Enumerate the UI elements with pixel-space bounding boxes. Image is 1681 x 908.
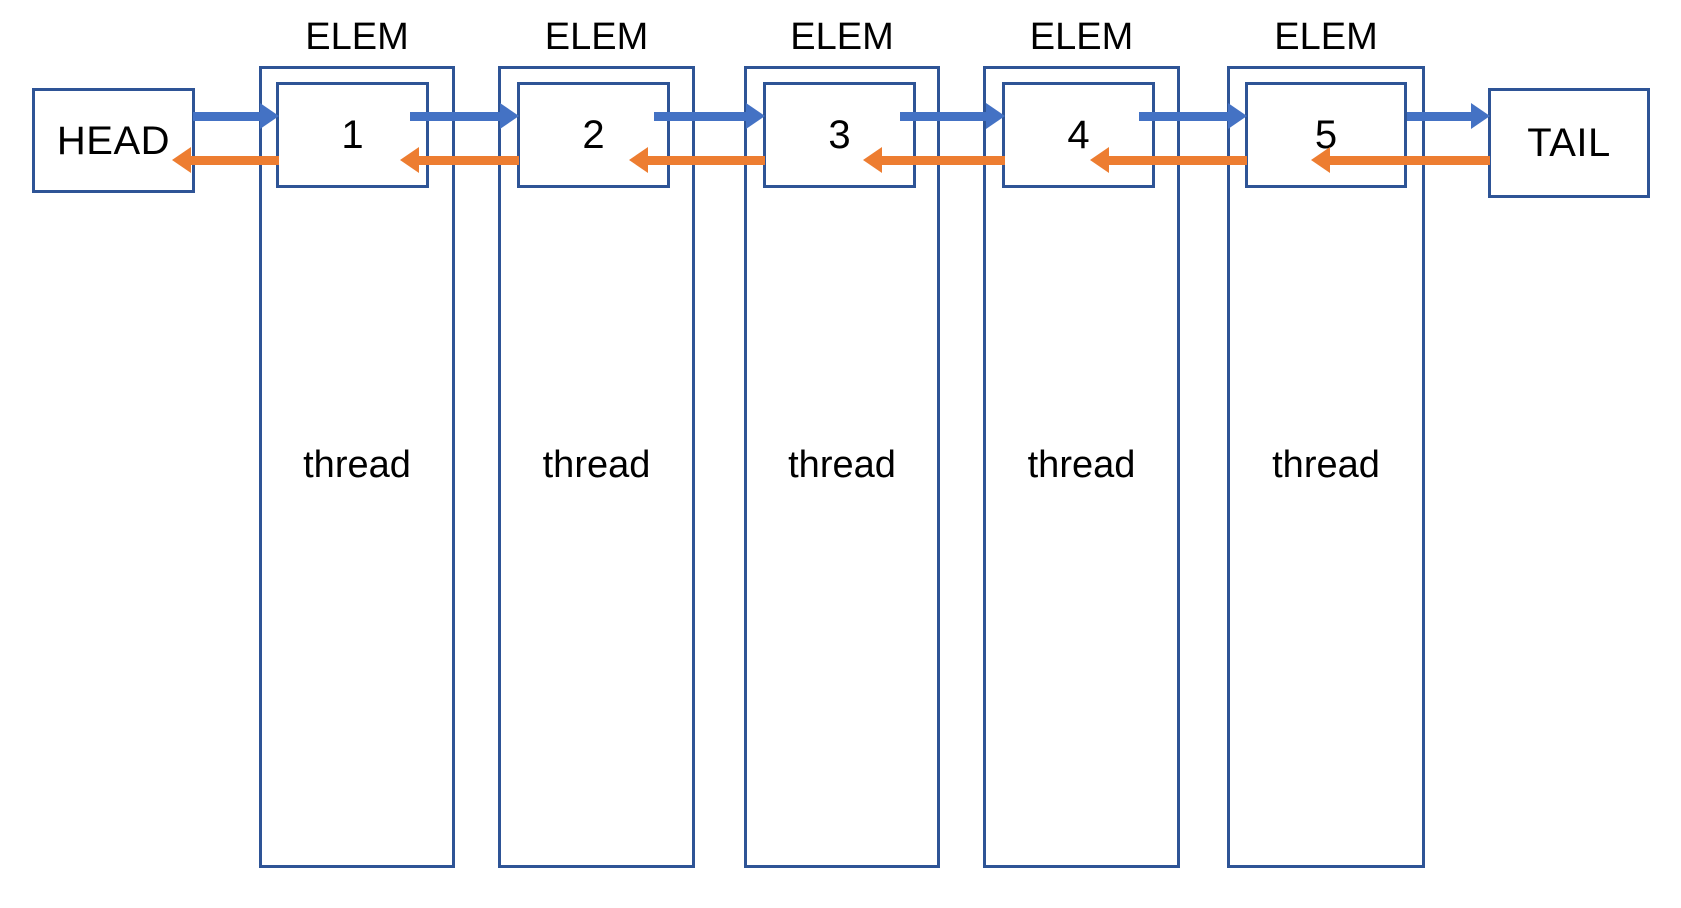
elem-node-box-3[interactable]: 3 [763, 82, 916, 188]
arrowhead-right-icon [746, 103, 765, 129]
elem-label-2: ELEM [544, 16, 649, 58]
arrowhead-right-icon [986, 103, 1005, 129]
elem-group-4: ELEM 4 thread [983, 18, 1180, 868]
arrow-shaft [1139, 112, 1232, 121]
arrowhead-left-icon [172, 147, 191, 173]
arrowhead-left-icon [400, 147, 419, 173]
elem-label-4: ELEM [1029, 16, 1134, 58]
arrow-shaft [1105, 156, 1247, 165]
head-box[interactable]: HEAD [32, 88, 195, 193]
arrow-shaft [415, 156, 519, 165]
arrow-shaft [1326, 156, 1490, 165]
elem-label-5: ELEM [1274, 16, 1378, 58]
elem-node-value-2: 2 [582, 113, 605, 157]
elem-outer-box-1 [259, 66, 455, 868]
elem-group-3: ELEM 3 thread [744, 18, 940, 868]
elem-node-value-5: 5 [1314, 113, 1338, 157]
arrow-shaft [410, 112, 504, 121]
arrow-shaft [900, 112, 990, 121]
elem-group-5: ELEM 5 thread [1227, 18, 1425, 868]
head-label: HEAD [56, 118, 171, 163]
elem-node-value-1: 1 [341, 113, 364, 157]
arrowhead-right-icon [1471, 103, 1490, 129]
elem-label-1: ELEM [305, 16, 409, 58]
arrowhead-left-icon [629, 147, 648, 173]
arrow-shaft [878, 156, 1005, 165]
thread-label-5: thread [1272, 444, 1380, 486]
thread-label-1: thread [303, 444, 411, 486]
elem-group-2: ELEM 2 thread [498, 18, 695, 868]
elem-outer-box-2 [498, 66, 695, 868]
arrow-shaft [644, 156, 765, 165]
tail-label: TAIL [1527, 121, 1611, 165]
arrowhead-left-icon [1090, 147, 1109, 173]
arrowhead-right-icon [1228, 103, 1247, 129]
arrowhead-right-icon [260, 103, 279, 129]
thread-label-2: thread [542, 444, 651, 486]
tail-box[interactable]: TAIL [1488, 88, 1650, 198]
arrow-shaft [1407, 112, 1475, 121]
elem-node-box-4[interactable]: 4 [1002, 82, 1155, 188]
thread-label-3: thread [788, 444, 896, 486]
arrowhead-right-icon [500, 103, 519, 129]
thread-label-4: thread [1027, 444, 1136, 486]
arrow-shaft [654, 112, 750, 121]
arrow-shaft [187, 156, 279, 165]
elem-outer-box-5 [1227, 66, 1425, 868]
arrow-shaft [193, 112, 264, 121]
arrowhead-left-icon [1311, 147, 1330, 173]
elem-outer-box-4 [983, 66, 1180, 868]
elem-node-value-3: 3 [828, 113, 851, 157]
elem-label-3: ELEM [790, 16, 894, 58]
arrowhead-left-icon [863, 147, 882, 173]
elem-node-value-4: 4 [1067, 113, 1090, 157]
elem-outer-box-3 [744, 66, 940, 868]
elem-group-1: ELEM 1 thread [259, 18, 455, 868]
